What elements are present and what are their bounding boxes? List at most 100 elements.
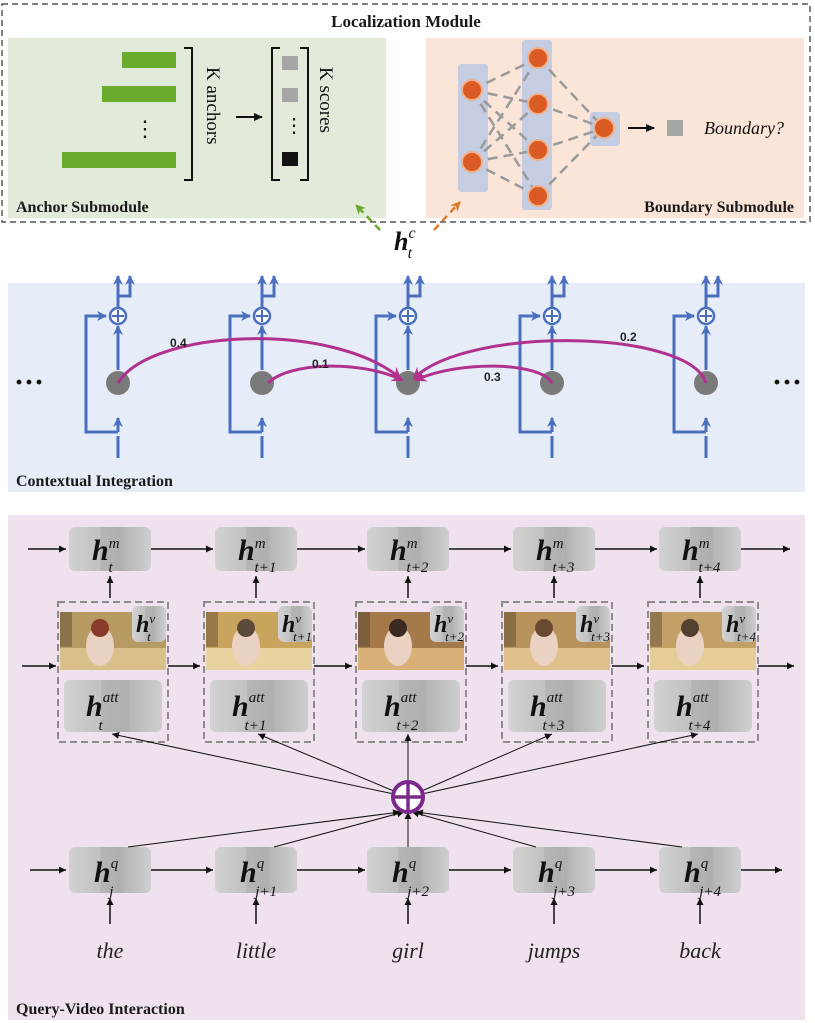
localization-title: Localization Module [331, 12, 481, 31]
boundary-layer-2 [522, 40, 552, 210]
attention-weight-0: 0.4 [170, 336, 187, 350]
anchor-submodule-label: Anchor Submodule [16, 199, 149, 216]
video-frame-4 [650, 612, 756, 670]
m-state-cell-3 [513, 527, 595, 571]
boundary-question: Boundary? [704, 118, 784, 138]
query-video-label: Query-Video Interaction [16, 1001, 185, 1018]
context-to-boundary-arrow [433, 201, 461, 231]
context-to-anchor-arrow [355, 204, 381, 231]
anchor-bar-3 [62, 152, 176, 168]
m-state-cell-1 [215, 527, 297, 571]
anchor-ellipsis: ⋮ [134, 116, 156, 141]
query-word-3: jumps [525, 938, 581, 963]
att-state-cell-1 [210, 680, 308, 732]
score-cell-2 [282, 88, 298, 102]
video-step-frame-2 [355, 601, 467, 743]
query-word-2: girl [392, 938, 424, 963]
att-state-cell-4 [654, 680, 752, 732]
m-state-cell-2 [367, 527, 449, 571]
query-video-panel [8, 515, 805, 1020]
video-step-frame-3 [501, 601, 613, 743]
att-state-cell-2 [362, 680, 460, 732]
k-scores-label: K scores [315, 67, 336, 133]
score-ellipsis: ⋮ [284, 115, 304, 137]
q-state-cell-0 [69, 847, 151, 893]
attention-weight-3: 0.2 [620, 330, 637, 344]
m-state-cell-4 [659, 527, 741, 571]
anchor-bar-1 [122, 52, 176, 68]
score-vector-left-bracket [271, 47, 280, 181]
score-cell-last [282, 152, 298, 166]
hidden-node-1 [250, 371, 274, 395]
attention-arc-4 [412, 339, 708, 384]
boundary-output-cell [667, 120, 683, 136]
m-state-cell-0 [69, 527, 151, 571]
q-state-cell-3 [513, 847, 595, 893]
score-cell-1 [282, 56, 298, 70]
attention-arc-1 [266, 364, 404, 385]
v-state-cell-2 [430, 606, 464, 642]
attention-arc-0 [116, 337, 402, 384]
score-vector-right-bracket [300, 47, 309, 181]
anchor-submodule-panel [8, 38, 386, 218]
q-state-cell-1 [215, 847, 297, 893]
v-state-cell-4 [722, 606, 756, 642]
anchor-submodule: ⋮ K anchors ⋮ K scores Anchor Submodule [8, 38, 386, 218]
anchors-bracket [184, 47, 193, 181]
attention-arc-3 [414, 364, 554, 384]
q-state-cell-2 [367, 847, 449, 893]
video-step-frame-0 [57, 601, 169, 743]
att-state-cell-0 [64, 680, 162, 732]
contextual-integration: 0.4 0.1 0.3 0.2 ··· ··· Contextual Integ… [8, 275, 805, 492]
boundary-submodule-label: Boundary Submodule [644, 199, 794, 216]
right-ellipsis: ··· [772, 366, 802, 399]
localization-module: Localization Module ⋮ K anchors ⋮ K scor… [1, 3, 811, 223]
k-anchors-label: K anchors [202, 67, 223, 145]
query-word-4: back [679, 938, 722, 963]
attention-weight-2: 0.3 [484, 370, 501, 384]
att-state-cell-3 [508, 680, 606, 732]
context-unit-0 [84, 275, 135, 458]
localization-frame [1, 3, 811, 223]
v-state-cell-3 [576, 606, 610, 642]
boundary-nodes [461, 47, 615, 207]
boundary-connections [470, 56, 605, 198]
q-state-cell-4 [659, 847, 741, 893]
video-step-frame-4 [647, 601, 759, 743]
query-word-0: the [97, 938, 124, 963]
context-unit-1 [228, 275, 279, 458]
fusion-node [391, 780, 425, 814]
v-state-cell-0 [132, 606, 166, 642]
contextual-integration-label: Contextual Integration [16, 473, 173, 490]
video-step-frame-1 [203, 601, 315, 743]
query-word-1: little [236, 938, 277, 963]
attention-weight-1: 0.1 [312, 357, 329, 371]
v-state-cell-1 [278, 606, 312, 642]
left-ellipsis: ··· [14, 366, 44, 399]
